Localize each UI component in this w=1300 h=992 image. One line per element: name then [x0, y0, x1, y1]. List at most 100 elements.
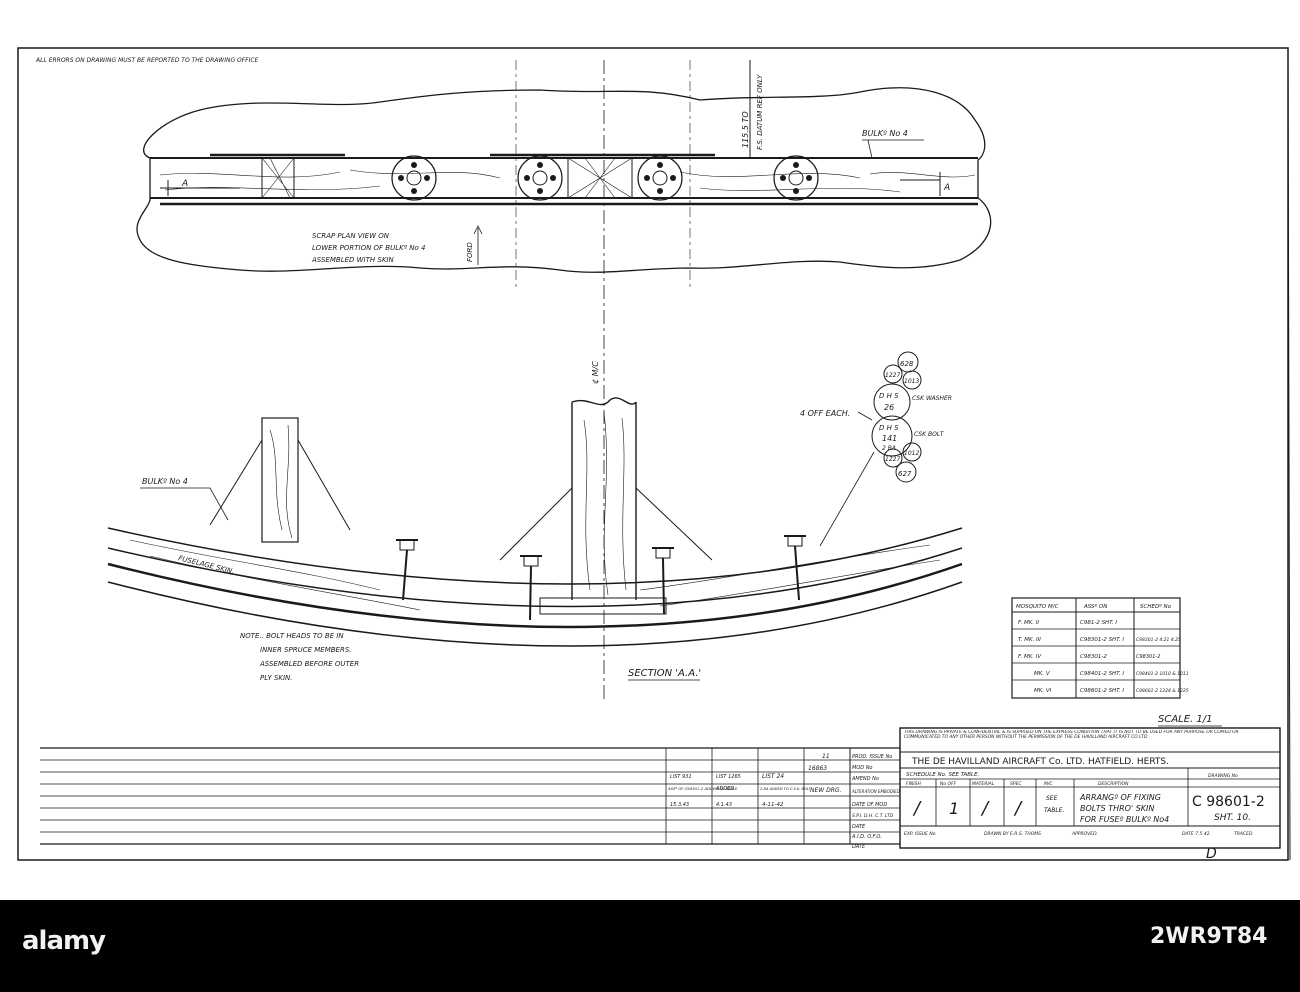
bolt-1 [396, 539, 418, 601]
note-line4: PLY SKIN. [260, 674, 293, 682]
note-line1: NOTE.. BOLT HEADS TO BE IN [240, 632, 344, 640]
plan-dimension: 115.5 TO [741, 111, 750, 148]
section-bulkhead-leader [140, 487, 229, 521]
schedule-row4-ass: C98401-2 SHT. I [1080, 671, 1124, 677]
schedule-row2-ass: C98301-2 SHT. I [1080, 637, 1124, 643]
drawing-number: C 98601-2 [1192, 794, 1265, 810]
bulkhead-top-edge [107, 527, 963, 585]
plan-caption-line3: ASSEMBLED WITH SKIN [311, 256, 394, 264]
plan-bulkhead-label: BULKº No 4 [862, 129, 908, 138]
description-line1: ARRANGº OF FIXING [1079, 793, 1161, 802]
callout-dhs-a: D H S [879, 392, 899, 400]
plan-view: A A F.S. DATUM REF ONLY 115.5 TO BULKº N… [136, 60, 992, 273]
plan-view-break-outline [136, 87, 992, 273]
footer-bar: alamy 2WR9T84 [0, 900, 1300, 992]
rev-col3-line2: 2 BA ADDED TO C.S.K. BOLT [760, 787, 812, 791]
label-spi: S.P.I. D.H. C.T. LTD [852, 813, 894, 819]
section-title: SECTION 'A.A.' [628, 668, 701, 679]
schedule-row5-mc: MK. VI [1034, 688, 1052, 694]
datum-label: F.S. DATUM REF ONLY [756, 74, 764, 150]
engineering-drawing: ALL ERRORS ON DRAWING MUST BE REPORTED T… [17, 47, 1291, 862]
plan-bulkhead-leader [862, 139, 924, 159]
date: DATE 7.5.42. [1182, 831, 1211, 837]
label-alteration: ALTERATION EMBODIED [851, 789, 900, 794]
rev-col3-line1: LIST 24 [762, 773, 784, 780]
confidential-notice: THIS DRAWING IS PRIVATE & CONFIDENTIAL &… [904, 730, 1239, 740]
drawing-sheet: ALL ERRORS ON DRAWING MUST BE REPORTED T… [17, 47, 1291, 862]
plan-caption-line1: SCRAP PLAN VIEW ON [312, 232, 390, 240]
schedule-row5-sched: C98601-2 1224 & 1225 [1136, 688, 1189, 694]
callout-dhs-26: 26 [884, 403, 894, 412]
col-material: MATERIAL [972, 781, 995, 787]
label-date-1: DATE [852, 824, 866, 830]
centre-post-gussets [499, 487, 713, 561]
schedule-row4-mc: MK. V [1034, 671, 1051, 677]
schedule-row3-mc: F. MK. IV [1018, 654, 1042, 660]
section-view: ¢ M/C BULKº No 4 FUSELAGE SKIN. 4 OFF EA… [107, 351, 963, 682]
fuselage-skin-outer [107, 581, 963, 647]
left-post-grain [269, 424, 293, 539]
rev-col1-line2: ASSº OF C98301-2 ADDED TO TABLE [667, 786, 738, 791]
fuselage-skin-inner [107, 562, 963, 629]
label-date-2: DATE [852, 844, 866, 850]
schedule-row2-mc: T. MK. III [1018, 637, 1041, 643]
callout-628: 628 [900, 360, 914, 368]
mc-line2: TABLE. [1044, 807, 1064, 814]
plan-bolt-plate-1 [391, 155, 437, 201]
rev-col3-line3: 4-11-42 [762, 802, 784, 808]
callout-leaders [819, 411, 875, 547]
schedule-row4-sched: C98401-2 1010 & 1011 [1136, 671, 1189, 677]
bulkhead-inner-edge [107, 547, 963, 608]
plan-wood-grain [159, 169, 976, 193]
rev-col2-line1: LIST 1265 [716, 774, 741, 780]
revision-block: 11 16863 LIST 931 ASSº OF C98301-2 ADDED… [40, 747, 900, 850]
col-mc: M/C [1044, 781, 1053, 787]
label-aid: A.I.D. O.F.O. [851, 834, 882, 840]
schedule-header-sched: SCHEDº No [1140, 603, 1172, 610]
callout-627: 627 [898, 470, 912, 478]
section-mark-right: A [943, 183, 950, 193]
approved: APPROVED. [1071, 831, 1098, 837]
callout-1227a: 1227 [885, 372, 900, 379]
checked-initial: D [1206, 846, 1217, 862]
col-spec: SPEC [1010, 781, 1022, 787]
callout-washer: CSK WASHER [912, 395, 952, 402]
off-each-label: 4 OFF EACH. [800, 409, 850, 418]
rev-col4: NEW DRG. [810, 787, 842, 794]
rev-col1-line1: LIST 931 [670, 774, 692, 780]
mod-no: 16863 [808, 765, 827, 772]
bolt-4 [784, 535, 806, 601]
callout-1227b: 1227 [885, 456, 900, 463]
footer-image-id: 2WR9T84 [1150, 924, 1268, 949]
rev-col2-line2: ADDED [715, 786, 734, 792]
schedule-row3-sched: C98301-2 [1136, 654, 1160, 660]
plan-centre-block-grain [567, 157, 633, 199]
sheet-note: ALL ERRORS ON DRAWING MUST BE REPORTED T… [35, 57, 259, 64]
col-description: DESCRIPTION [1098, 781, 1129, 787]
callout-bubbles: 628 1227 1013 D H S 26 CSK WASHER D H S … [819, 351, 952, 547]
note-line2: INNER SPRUCE MEMBERS. [260, 646, 352, 654]
drawn-by: DRAWN BY E.R.S. THOMS [984, 831, 1041, 837]
left-post-gussets [209, 439, 351, 531]
callout-bolt: CSK BOLT [914, 431, 945, 438]
callout-2ba: 2 BA [882, 445, 896, 452]
label-amend-no: AMEND No [851, 776, 879, 782]
footer-logo: alamy [22, 926, 106, 956]
label-mod-no: MOD No [852, 765, 873, 771]
section-bulkhead-label: BULKº No 4 [142, 477, 188, 486]
title-block: THIS DRAWING IS PRIVATE & CONFIDENTIAL &… [899, 727, 1281, 862]
plan-bolt-plate-4 [773, 155, 819, 201]
material-mark: / [980, 798, 990, 819]
bolt-3 [652, 547, 674, 615]
scale-label: SCALE. 1/1 [1158, 714, 1213, 725]
col-no-off: No OFF [940, 781, 957, 787]
spec-mark: / [1013, 798, 1023, 819]
company-name: THE DE HAVILLAND AIRCRAFT Co. LTD. HATFI… [911, 757, 1169, 767]
callout-dhs-b: D H S [879, 424, 899, 432]
schedule-row5-ass: C98601-2 SHT. I [1080, 688, 1124, 694]
section-arrow-left [160, 180, 240, 196]
sheet-border [17, 47, 1289, 861]
plan-bolt-plate-2 [517, 155, 563, 201]
description-line2: BOLTS THRO' SKIN [1080, 804, 1154, 813]
plan-caption-line2: LOWER PORTION OF BULKº No 4 [312, 244, 425, 252]
